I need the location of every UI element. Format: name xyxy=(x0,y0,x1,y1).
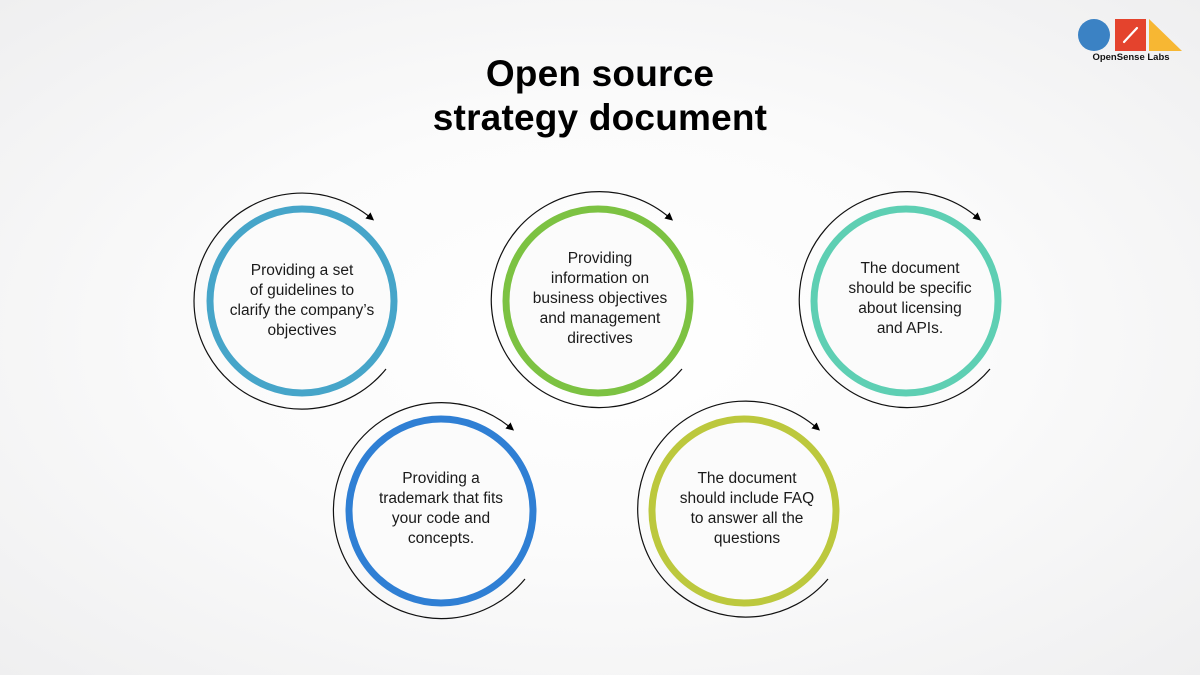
node-line: should include FAQ xyxy=(679,490,815,507)
cycle-arrow-icon xyxy=(490,191,683,409)
node-ring-trademark xyxy=(332,402,537,620)
node-line: business objectives xyxy=(532,290,668,307)
cycle-arrow-icon xyxy=(798,191,991,409)
node-line: information on xyxy=(550,270,650,287)
title-line-2: strategy document xyxy=(432,97,768,138)
node-line: your code and xyxy=(391,510,491,527)
cycle-arrow-icon xyxy=(193,192,387,410)
logo-triangle-icon xyxy=(1149,19,1182,51)
node-text-faq: The document should include FAQ to answe… xyxy=(662,469,832,549)
node-line: clarify the company’s xyxy=(229,302,375,319)
logo-slash-icon xyxy=(1122,26,1139,44)
node-line: Providing xyxy=(567,250,633,267)
node-line: questions xyxy=(713,530,781,547)
title-line-1: Open source xyxy=(485,53,715,94)
cycle-arrow-icon xyxy=(637,400,829,618)
node-line: objectives xyxy=(267,322,337,339)
node-line: directives xyxy=(567,330,633,347)
node-line: Providing a xyxy=(402,470,480,487)
page-title: Open source strategy document xyxy=(0,52,1200,140)
node-line: to answer all the xyxy=(690,510,804,527)
cycle-arrow-icon xyxy=(332,402,526,620)
node-line: trademark that fits xyxy=(378,490,504,507)
node-line: concepts. xyxy=(407,530,475,547)
node-text-business-info: Providing information on business object… xyxy=(515,249,685,349)
node-line: The document xyxy=(860,260,960,277)
node-text-trademark: Providing a trademark that fits your cod… xyxy=(356,469,526,549)
node-line: of guidelines to xyxy=(249,282,355,299)
node-text-guidelines: Providing a set of guidelines to clarify… xyxy=(217,261,387,341)
node-ring-faq xyxy=(637,400,840,618)
node-line: should be specific xyxy=(848,280,972,297)
node-ring-business-info xyxy=(490,191,694,409)
node-ring-guidelines xyxy=(193,192,398,410)
logo-circle-icon xyxy=(1078,19,1110,51)
node-line: about licensing xyxy=(858,300,962,317)
logo-text: OpenSense Labs xyxy=(1092,52,1170,63)
node-line: The document xyxy=(697,470,797,487)
node-text-licensing: The document should be specific about li… xyxy=(825,259,995,339)
node-line: and APIs. xyxy=(876,320,944,337)
node-line: and management xyxy=(539,310,661,327)
node-ring-licensing xyxy=(798,191,1002,409)
node-line: Providing a set xyxy=(250,262,354,279)
opensense-labs-logo: OpenSense Labs xyxy=(1078,18,1184,68)
logo-shapes-icon xyxy=(1078,19,1182,51)
